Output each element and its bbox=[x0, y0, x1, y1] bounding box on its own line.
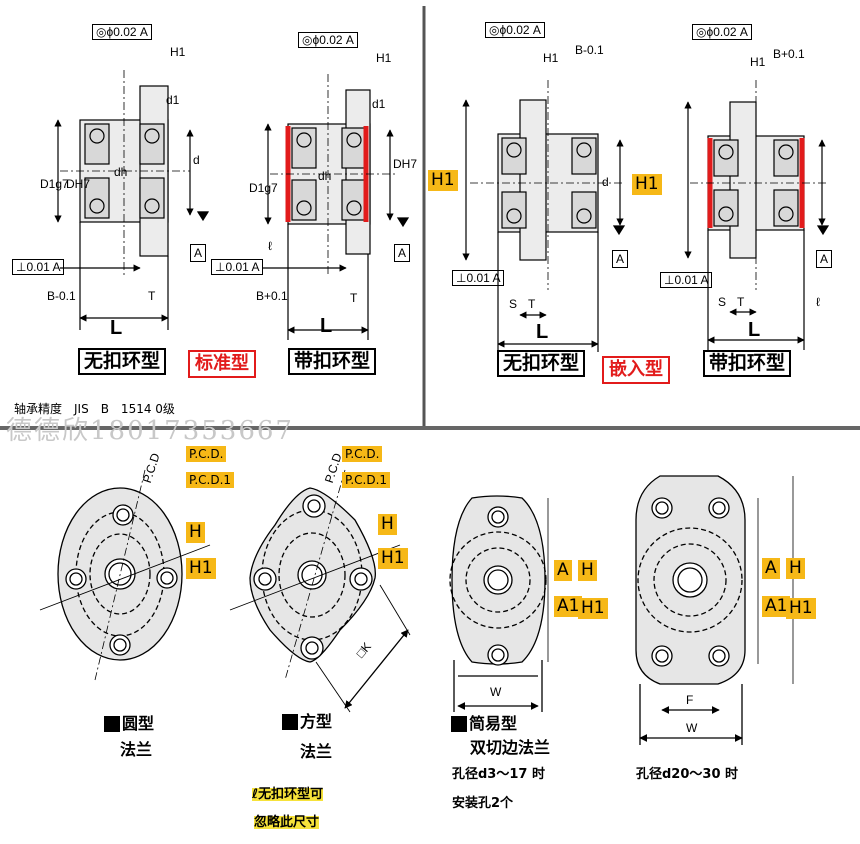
housing-left-with-ring bbox=[262, 74, 410, 340]
dim-t-3: T bbox=[528, 297, 536, 311]
square-flange-bullet bbox=[282, 714, 298, 730]
dim-d1g7-2: D1g7 bbox=[249, 181, 278, 195]
dim-b-minus-3: B-0.1 bbox=[575, 43, 604, 57]
square-flange bbox=[229, 469, 411, 713]
housing-right-with-ring bbox=[684, 80, 830, 350]
dim-h1-1: H1 bbox=[170, 45, 186, 59]
dim-ell-2: ℓ bbox=[268, 239, 272, 253]
dim-ell-4: ℓ bbox=[816, 295, 820, 309]
dim-d1-1: d1 bbox=[166, 93, 180, 107]
datum-a-3: A bbox=[612, 250, 629, 268]
tag-h-square: H bbox=[378, 514, 397, 535]
dim-h1-2: H1 bbox=[376, 51, 392, 65]
dim-dh7-2: DH7 bbox=[393, 157, 418, 171]
round-flange-sub: 法兰 bbox=[120, 740, 153, 759]
perpendicularity-callout-2: ⊥0.01 A bbox=[211, 259, 264, 275]
perpendicularity-callout-1: ⊥0.01 A bbox=[12, 259, 65, 275]
dim-d-3: d bbox=[602, 175, 609, 189]
caption-embedded: 嵌入型 bbox=[602, 356, 670, 384]
perpendicularity-callout-3: ⊥0.01 A bbox=[452, 270, 505, 286]
dim-b-plus-4: B+0.1 bbox=[773, 47, 805, 61]
dim-l-2: L bbox=[320, 315, 333, 337]
square-flange-sub: 法兰 bbox=[300, 742, 333, 761]
caption-standard: 标准型 bbox=[188, 350, 256, 378]
ell-note-2: 忽略此尺寸 bbox=[254, 815, 320, 830]
dim-s-4: S bbox=[718, 295, 727, 309]
housing-right-no-ring bbox=[462, 80, 626, 352]
caption-right-with-ring: 带扣环型 bbox=[703, 350, 792, 377]
caption-left-with-ring: 带扣环型 bbox=[288, 348, 377, 375]
dim-d1g7-1: D1g7 bbox=[40, 177, 69, 191]
tag-h1-3: H1 bbox=[428, 170, 458, 191]
tag-pcd: P.C.D. bbox=[342, 446, 383, 462]
simple-flange-bullet bbox=[451, 716, 467, 732]
tag-h1-4: H1 bbox=[632, 174, 662, 195]
tag-h-round: H bbox=[186, 522, 205, 543]
dim-f-large: F bbox=[686, 693, 694, 707]
round-flange-title: 圆型 bbox=[122, 714, 155, 733]
datum-a-2: A bbox=[394, 244, 411, 262]
dim-b-plus-2: B+0.1 bbox=[256, 289, 288, 303]
dim-l-1: L bbox=[110, 317, 123, 339]
tag-h1-large: H1 bbox=[786, 598, 816, 619]
datum-a-4: A bbox=[816, 250, 833, 268]
caption-left-no-ring: 无扣环型 bbox=[78, 348, 167, 375]
round-flange-bullet bbox=[104, 716, 120, 732]
dim-dh-2: dh bbox=[318, 169, 332, 183]
tag-h-large: H bbox=[786, 558, 805, 579]
simple-flange-sub: 双切边法兰 bbox=[470, 738, 551, 757]
tag-pcd1-round: P.C.D.1 bbox=[186, 472, 235, 488]
tag-a-simple: A bbox=[554, 560, 572, 581]
datum-a-1: A bbox=[190, 244, 207, 262]
dim-b-minus-1: B-0.1 bbox=[47, 289, 76, 303]
simple-flange-note-1: 孔径d3～17 时 bbox=[452, 767, 545, 782]
dim-d-1: d bbox=[193, 153, 200, 167]
caption-right-no-ring: 无扣环型 bbox=[497, 350, 586, 377]
tag-a1-simple: A1 bbox=[554, 596, 583, 617]
perpendicularity-callout-4: ⊥0.01 A bbox=[660, 272, 713, 288]
dim-h1-4: H1 bbox=[750, 55, 766, 69]
simple-flange-note-2: 安装孔2个 bbox=[452, 796, 514, 811]
tag-pcd-round: P.C.D. bbox=[186, 446, 227, 462]
tag-h1-simple: H1 bbox=[578, 598, 608, 619]
dim-d1-2: d1 bbox=[372, 97, 386, 111]
simple-flange-title: 简易型 bbox=[469, 714, 518, 733]
tag-a1-large: A1 bbox=[762, 596, 791, 617]
tag-h1-square: H1 bbox=[378, 548, 408, 569]
tag-pcd1: P.C.D.1 bbox=[342, 472, 391, 488]
large-flange bbox=[635, 475, 794, 745]
square-flange-title: 方型 bbox=[300, 712, 333, 731]
dim-dh7-1: DH7 bbox=[66, 177, 91, 191]
tag-h-simple: H bbox=[578, 560, 597, 581]
dim-dh-1: dh bbox=[114, 165, 128, 179]
round-flange bbox=[39, 469, 211, 681]
dim-l-4: L bbox=[748, 319, 761, 341]
concentricity-callout-4: ◎ϕ0.02 A bbox=[692, 24, 752, 40]
dim-w-large: W bbox=[686, 721, 698, 735]
dim-w-simple: W bbox=[490, 685, 502, 699]
bearing-accuracy-note: 轴承精度 JIS B 1514 0级 bbox=[14, 402, 175, 416]
tag-h1-round: H1 bbox=[186, 558, 216, 579]
concentricity-callout-3: ◎ϕ0.02 A bbox=[485, 22, 545, 38]
dim-h1-3: H1 bbox=[543, 51, 559, 65]
dim-t-1: T bbox=[148, 289, 156, 303]
concentricity-callout-2: ◎ϕ0.02 A bbox=[298, 32, 358, 48]
simple-flange bbox=[449, 495, 549, 712]
housing-left-no-ring bbox=[54, 70, 210, 330]
dim-t-4: T bbox=[737, 295, 745, 309]
watermark: 德德欣18017353667 bbox=[6, 416, 294, 446]
ell-note-1: ℓ无扣环型可 bbox=[252, 787, 324, 802]
large-flange-note: 孔径d20～30 时 bbox=[636, 767, 739, 782]
tag-a-large: A bbox=[762, 558, 780, 579]
dim-l-3: L bbox=[536, 321, 549, 343]
dim-t-2: T bbox=[350, 291, 358, 305]
dim-s-3: S bbox=[509, 297, 518, 311]
concentricity-callout-1: ◎ϕ0.02 A bbox=[92, 24, 152, 40]
